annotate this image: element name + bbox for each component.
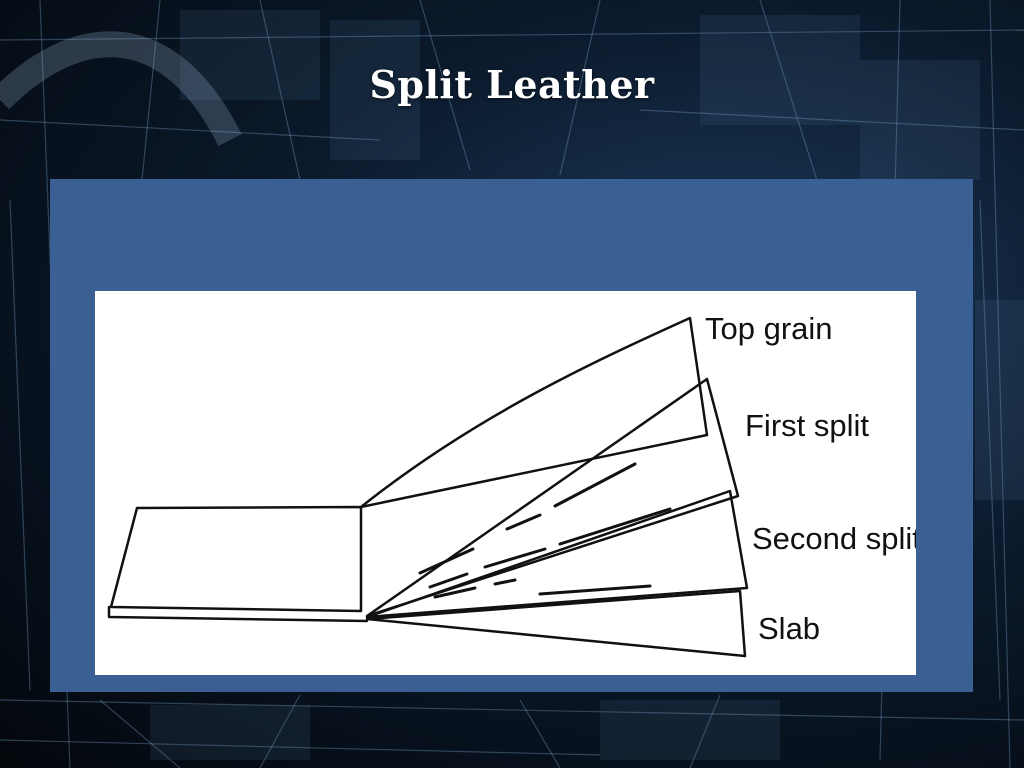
- first-split-label: First split: [745, 408, 869, 443]
- second-split-layer: [365, 489, 749, 619]
- diagram-drawing: Top grain First split Second split Slab: [107, 311, 916, 658]
- split-dashes: [418, 462, 672, 599]
- slab-layer: [365, 589, 747, 658]
- top-grain-layer: [359, 316, 709, 509]
- second-split-label: Second split: [752, 521, 916, 556]
- first-split-layer: [365, 377, 740, 618]
- content-panel: Top grain First split Second split Slab: [50, 179, 973, 692]
- unsplit-hide-outline: [109, 505, 363, 613]
- leather-split-diagram: Top grain First split Second split Slab: [95, 291, 916, 675]
- top-grain-label: Top grain: [705, 311, 833, 346]
- hide-base-line: [107, 605, 369, 623]
- slide-title: Split Leather: [369, 62, 655, 107]
- slab-label: Slab: [758, 611, 820, 646]
